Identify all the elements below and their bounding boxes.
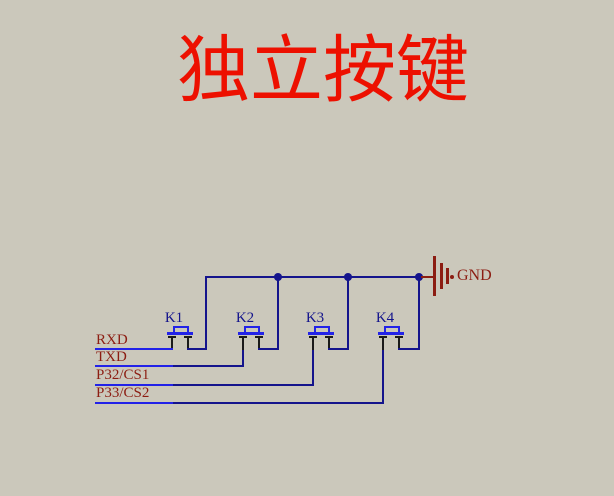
button-actuator (173, 326, 189, 333)
button-pin (258, 336, 260, 350)
button-actuator (244, 326, 260, 333)
junction-dot (344, 273, 352, 281)
button-refdes: K1 (164, 310, 184, 326)
ground-symbol-dot (450, 275, 454, 279)
button-cap (378, 332, 404, 335)
junction-dot (274, 273, 282, 281)
ground-symbol-bar2 (440, 263, 443, 289)
port-label-rxd: RXD (96, 332, 128, 348)
p32-terminal-wire (95, 384, 173, 386)
button-refdes: K4 (375, 310, 395, 326)
ground-symbol-bar3 (446, 268, 449, 284)
k4-left-drop-wire (382, 350, 384, 404)
k2-riser-wire (277, 276, 279, 350)
button-cap (308, 332, 334, 335)
k4-riser-wire (418, 276, 420, 350)
button-pin (171, 336, 173, 350)
k3-right-wire (328, 348, 349, 350)
k2-left-drop-wire (242, 350, 244, 367)
button-pin (242, 336, 244, 350)
txd-terminal-wire (95, 365, 173, 367)
k4-right-wire (398, 348, 420, 350)
port-label-p32cs1: P32/CS1 (96, 367, 150, 383)
k3-riser-wire (347, 276, 349, 350)
ground-stub-wire (421, 276, 434, 278)
rxd-terminal-wire (95, 348, 173, 350)
port-label-p33cs2: P33/CS2 (96, 385, 150, 401)
k3-left-drop-wire (312, 350, 314, 386)
button-pin (398, 336, 400, 350)
txd-wire (173, 365, 244, 367)
k2-right-wire (258, 348, 279, 350)
ground-bus-wire (205, 276, 421, 278)
p33-terminal-wire (95, 402, 173, 404)
page-title: 独立按键 (177, 30, 469, 111)
button-pin (382, 336, 384, 350)
p33-wire (173, 402, 384, 404)
ground-symbol-bar1 (433, 256, 436, 296)
button-refdes: K3 (305, 310, 325, 326)
button-actuator (384, 326, 400, 333)
port-label-txd: TXD (96, 349, 127, 365)
button-cap (238, 332, 264, 335)
button-refdes: K2 (235, 310, 255, 326)
k1-right-wire (187, 348, 207, 350)
k1-riser-wire (205, 276, 207, 350)
button-actuator (314, 326, 330, 333)
ground-label: GND (457, 267, 492, 284)
junction-dot (415, 273, 423, 281)
button-pin (187, 336, 189, 350)
button-pin (328, 336, 330, 350)
button-pin (312, 336, 314, 350)
button-cap (167, 332, 193, 335)
p32-wire (173, 384, 314, 386)
